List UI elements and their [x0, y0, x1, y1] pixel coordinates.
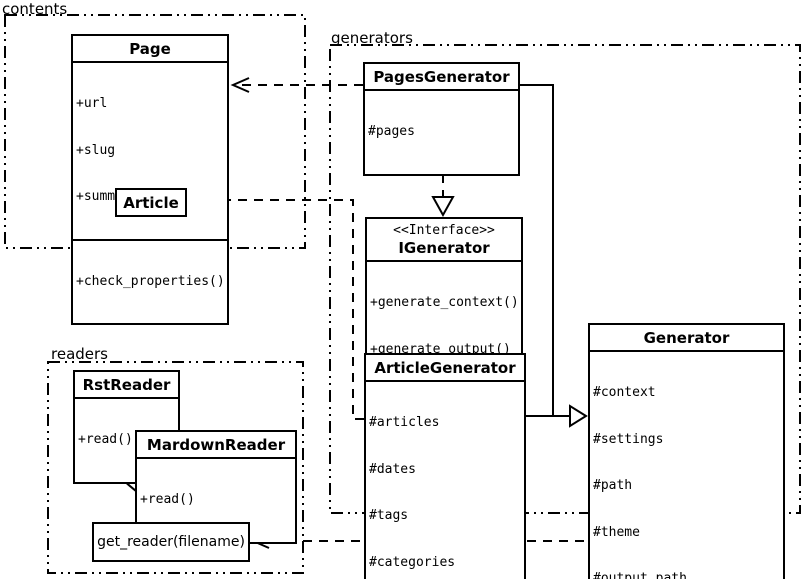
attribute-row: #settings — [593, 431, 664, 447]
class-pagesgenerator: PagesGenerator #pages — [363, 62, 520, 176]
class-page-methods: +check_properties() — [73, 238, 227, 324]
class-pagesgenerator-attributes: #pages — [365, 89, 518, 174]
attribute-row: #output_path — [593, 571, 687, 579]
class-generator-attributes: #context #settings #path #theme #output_… — [590, 350, 783, 579]
class-igenerator-methods: +generate_context() +generate_output() — [367, 260, 521, 391]
attribute-row: #categories — [369, 554, 456, 570]
class-generator: Generator #context #settings #path #them… — [588, 323, 785, 579]
class-article-title: Article — [123, 194, 179, 212]
generators-package-label: generators — [331, 29, 413, 47]
generators-package-border — [329, 44, 801, 514]
node-get-reader-label: get_reader(filename) — [97, 534, 245, 550]
attribute-row: #articles — [369, 415, 440, 430]
generalization-generators-generator-triangle — [569, 404, 588, 428]
method-row: +generate_output() — [370, 341, 511, 357]
dependency-articlegenerator-article-line — [194, 199, 364, 420]
attribute-row: +slug — [76, 142, 116, 158]
class-articlegenerator-title: ArticleGenerator — [374, 359, 516, 377]
class-pagesgenerator-title: PagesGenerator — [373, 68, 510, 86]
dependency-pagesgenerator-page-arrowhead — [230, 77, 250, 93]
attribute-row: #theme — [593, 524, 640, 540]
attribute-row: #path — [593, 478, 633, 493]
class-mardownreader-methods: +read() — [137, 457, 295, 542]
class-page: Page +url +slug +summary +check_properti… — [71, 34, 229, 325]
method-row: +check_properties() — [76, 273, 225, 289]
class-article: Article — [115, 188, 187, 217]
method-row: +read() — [140, 492, 195, 507]
contents-package-label: contents — [2, 0, 68, 18]
class-igenerator-stereotype: <<Interface>> — [393, 223, 495, 238]
class-rstreader-methods: +read() — [75, 397, 178, 482]
readers-package-border — [47, 361, 304, 574]
attribute-row: #pages — [368, 124, 415, 139]
class-igenerator-title: IGenerator — [398, 239, 490, 257]
attribute-row: #dates — [369, 461, 416, 477]
attribute-row: #context — [593, 385, 656, 400]
method-row: +read() — [78, 432, 133, 447]
class-articlegenerator: ArticleGenerator #articles #dates #tags … — [364, 353, 526, 579]
readers-package-label: readers — [51, 345, 108, 363]
generalization-generators-generator-line — [520, 84, 570, 417]
class-page-title: Page — [129, 40, 171, 58]
class-generator-title: Generator — [643, 329, 730, 347]
class-mardownreader-title: MardownReader — [146, 436, 286, 454]
attribute-row: #tags — [369, 508, 409, 523]
realization-pagesgenerator-igenerator-triangle — [431, 196, 455, 218]
class-rstreader-title: RstReader — [82, 376, 171, 394]
class-articlegenerator-attributes: #articles #dates #tags #categories — [366, 380, 524, 579]
method-row: +generate_context() — [370, 295, 519, 310]
attribute-row: +url — [76, 96, 108, 111]
node-get-reader: get_reader(filename) — [92, 522, 250, 562]
